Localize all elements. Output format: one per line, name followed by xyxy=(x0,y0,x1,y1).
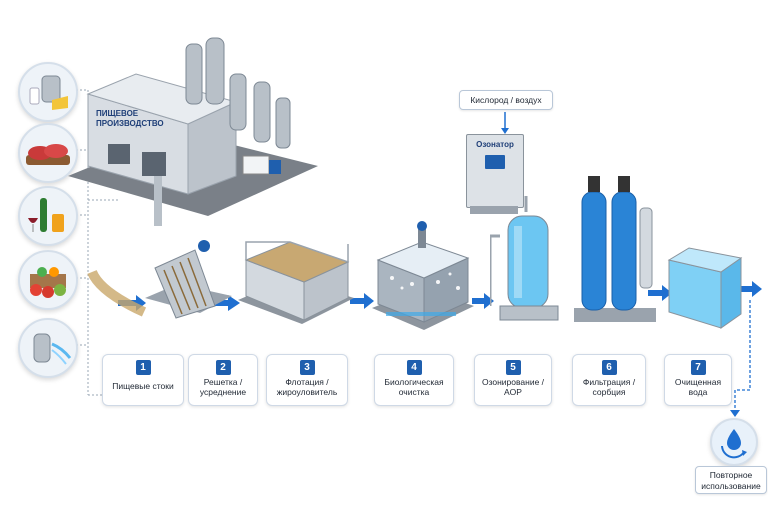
flotation-tank xyxy=(238,241,354,324)
dairy-source xyxy=(18,62,78,122)
step-5-label: Озонирование / AOP xyxy=(481,377,545,397)
ozonator-cabinet: Озонатор xyxy=(466,134,524,208)
screen-equipment xyxy=(145,240,232,319)
step-4-number: 4 xyxy=(406,360,422,375)
step-3-label: Флотация / жироуловитель xyxy=(276,377,338,397)
step-3-card: 3 Флотация / жироуловитель xyxy=(266,354,348,406)
step-7-number: 7 xyxy=(690,360,706,375)
ozonator-label: Озонатор xyxy=(476,140,514,149)
step-2-number: 2 xyxy=(215,360,231,375)
vegetables-source xyxy=(18,250,78,310)
meat-icon xyxy=(26,144,70,165)
step-1-card: 1 Пищевые стоки xyxy=(102,354,184,406)
beverages-icon xyxy=(28,198,64,232)
step-2-card: 2 Решетка / усреднение xyxy=(188,354,258,406)
step-2-label: Решетка / усреднение xyxy=(199,377,247,397)
step-1-label: Пищевые стоки xyxy=(112,381,174,391)
step-1-number: 1 xyxy=(135,360,151,375)
washing-source xyxy=(18,318,78,378)
washing-icon xyxy=(33,333,72,365)
water-recycle-icon xyxy=(721,429,747,459)
clean-water-tank xyxy=(667,247,743,329)
reuse-circle xyxy=(710,418,758,466)
step-5-card: 5 Озонирование / AOP xyxy=(474,354,552,406)
step-5-number: 5 xyxy=(505,360,521,375)
dairy-icon xyxy=(29,75,68,110)
ozonator-stand xyxy=(470,206,518,214)
meat-source xyxy=(18,123,78,183)
beverages-source xyxy=(18,186,78,246)
step-7-card: 7 Очищенная вода xyxy=(664,354,732,406)
wastewater-stream xyxy=(87,269,147,317)
reuse-label: Повторное использование xyxy=(695,466,767,494)
vegetables-icon xyxy=(30,267,66,298)
filtration-columns xyxy=(574,176,656,322)
step-4-card: 4 Биологическая очистка xyxy=(374,354,454,406)
ozone-reactor xyxy=(490,196,559,321)
ozonator-screen xyxy=(485,155,505,169)
step-3-number: 3 xyxy=(299,360,315,375)
step-7-label: Очищенная вода xyxy=(674,377,722,397)
step-6-number: 6 xyxy=(601,360,617,375)
oxygen-supply-label: Кислород / воздух xyxy=(459,90,553,110)
step-6-label: Фильтрация / сорбция xyxy=(582,377,636,397)
biological-tank xyxy=(372,221,474,330)
step-6-card: 6 Фильтрация / сорбция xyxy=(572,354,646,406)
step-4-label: Биологическая очистка xyxy=(384,377,444,397)
